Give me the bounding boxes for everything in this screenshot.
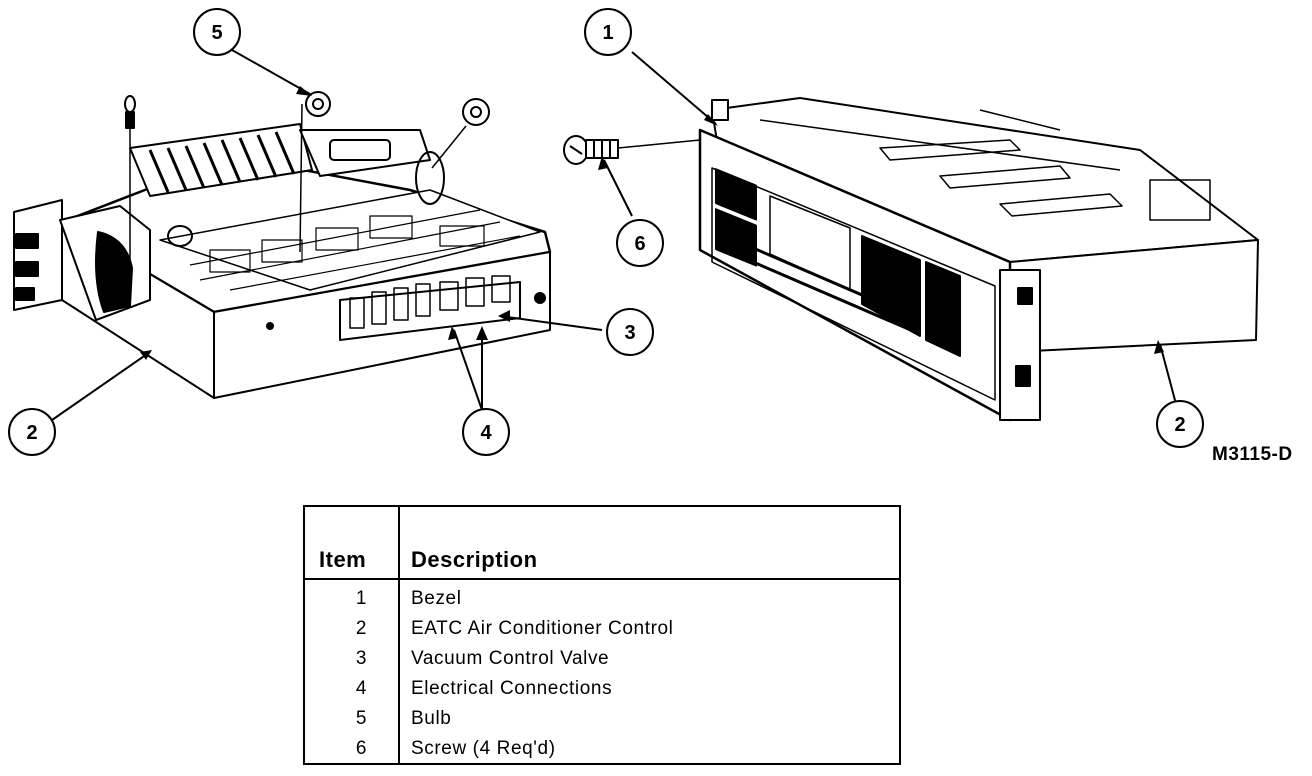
legend-row-description: Electrical Connections [411, 678, 613, 699]
legend-row-item: 2 [355, 618, 367, 639]
figure-id: M3115-D [1212, 444, 1293, 465]
callout-2a-label: 2 [26, 422, 37, 444]
legend-row-item: 1 [355, 588, 367, 609]
callout-2b-circle [1156, 400, 1204, 448]
legend-row-description: EATC Air Conditioner Control [411, 618, 674, 639]
legend-header-description: Description [411, 547, 538, 572]
exploded-view-figure: 5 1 6 2 3 4 2 [8, 8, 1259, 456]
legend-row-item: 5 [355, 708, 367, 729]
callout-6-circle [616, 219, 664, 267]
legend-divider-horizontal [305, 578, 899, 580]
legend-rows: 1 Bezel 2 EATC Air Conditioner Control 3… [305, 588, 899, 768]
callout-3-circle [606, 308, 654, 356]
bulb-left [124, 95, 136, 260]
leader-lines [51, 49, 1177, 421]
legend-table: Item Description 1 Bezel 2 EATC Air Cond… [303, 505, 901, 765]
callout-6-label: 6 [634, 233, 645, 255]
callout-3-label: 3 [624, 322, 635, 344]
legend-row: 6 Screw (4 Req'd) [305, 738, 899, 768]
eatc-control-front-view [698, 97, 1259, 422]
legend-row-item: 3 [355, 648, 367, 669]
legend-row: 4 Electrical Connections [305, 678, 899, 708]
legend-divider-vertical [398, 507, 400, 763]
callout-4-circle [462, 408, 510, 456]
callout-1-label: 1 [602, 22, 613, 44]
legend-row: 1 Bezel [305, 588, 899, 618]
callout-5-circle [193, 8, 241, 56]
bulb-right [431, 98, 490, 169]
legend-row-description: Bezel [411, 588, 462, 609]
callout-2a-circle [8, 408, 56, 456]
legend-row-item: 6 [355, 738, 367, 759]
legend-row: 2 EATC Air Conditioner Control [305, 618, 899, 648]
callout-1-circle [584, 8, 632, 56]
legend-header-item: Item [319, 547, 367, 572]
eatc-control-rear-view [13, 91, 552, 399]
callout-5-label: 5 [211, 22, 222, 44]
legend-row-description: Vacuum Control Valve [411, 648, 610, 669]
legend-row-description: Bulb [411, 708, 452, 729]
legend-row: 3 Vacuum Control Valve [305, 648, 899, 678]
callout-2b-label: 2 [1174, 414, 1185, 436]
legend-row-description: Screw (4 Req'd) [411, 738, 556, 759]
callout-4-label: 4 [480, 422, 492, 444]
legend-row: 5 Bulb [305, 708, 899, 738]
screw [563, 135, 701, 165]
bulb-center [299, 91, 331, 253]
legend-row-item: 4 [355, 678, 367, 699]
